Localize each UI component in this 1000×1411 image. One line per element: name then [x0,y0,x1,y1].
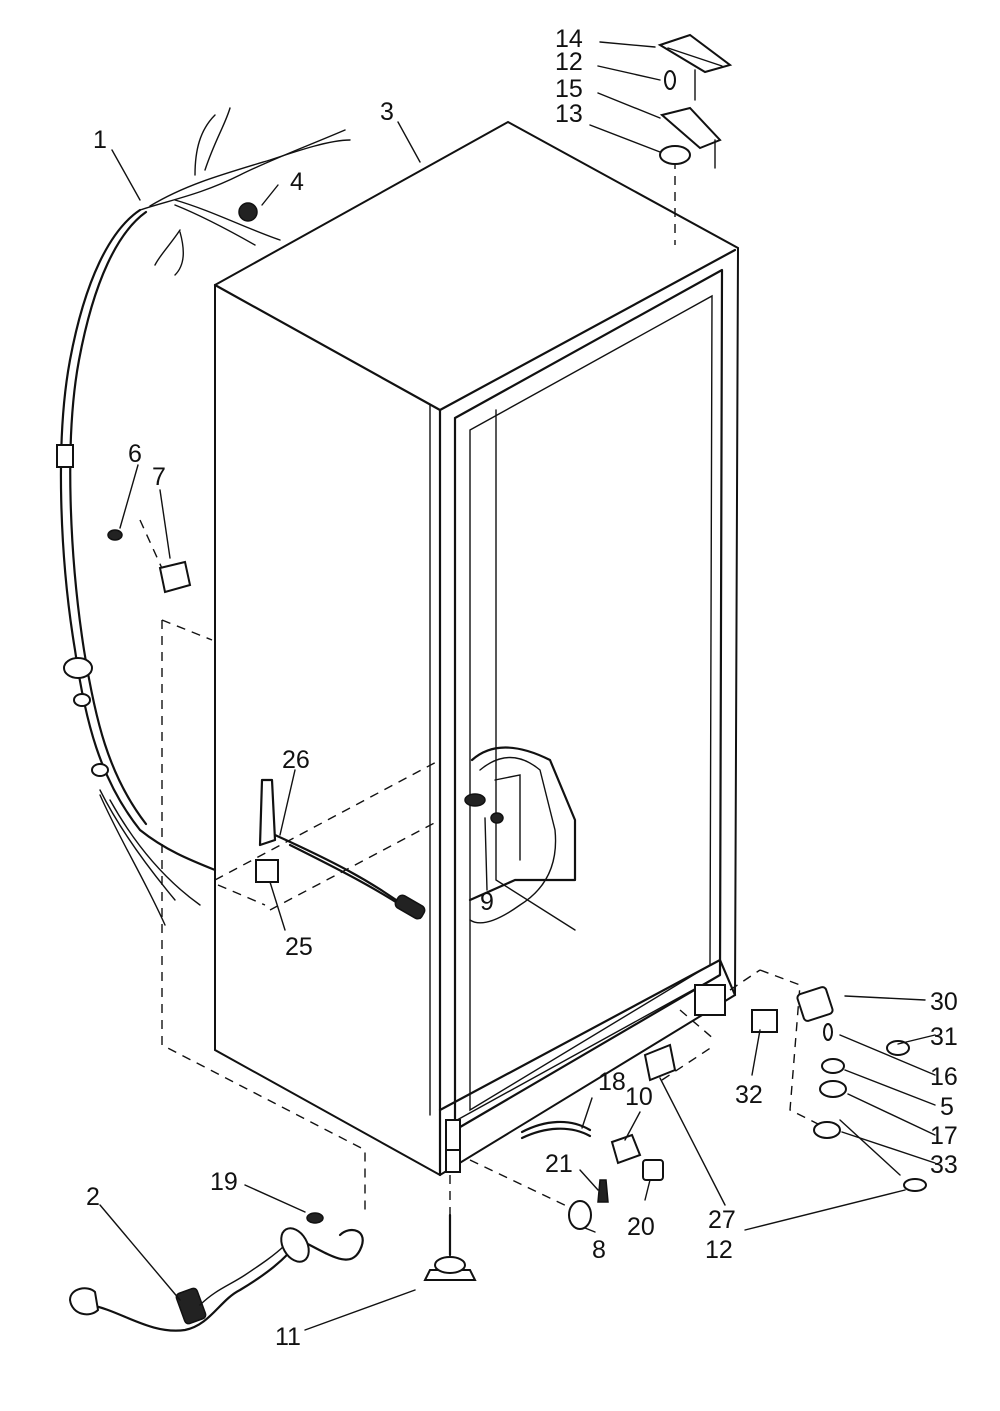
callout-6: 6 [128,440,142,468]
top-hinge-assembly [657,33,733,169]
callout-5: 5 [940,1093,954,1121]
callout-12-top: 12 [555,48,583,76]
callout-1: 1 [93,126,107,154]
callout-32: 32 [735,1081,763,1109]
callout-21: 21 [545,1150,573,1178]
misc-parts [68,202,726,1332]
callout-3: 3 [380,98,394,126]
bottom-hinge-assembly [751,986,927,1192]
leader-lines [99,41,936,1331]
callout-31: 31 [930,1023,958,1051]
callout-13: 13 [555,100,583,128]
callout-14: 14 [555,25,583,53]
callout-labels: 1 2 3 4 5 6 7 8 9 10 11 12 12 13 14 15 1… [86,25,958,1351]
callout-19: 19 [210,1168,238,1196]
callout-8: 8 [592,1236,606,1264]
callout-16: 16 [930,1063,958,1091]
callout-25: 25 [285,933,313,961]
callout-33: 33 [930,1151,958,1179]
callout-30: 30 [930,988,958,1016]
liner-cutout [464,746,577,924]
callout-7: 7 [152,463,166,491]
callout-9: 9 [480,888,494,916]
callout-12-bottom: 12 [705,1236,733,1264]
callout-11: 11 [275,1323,301,1351]
callout-10: 10 [625,1083,653,1111]
callout-20: 20 [627,1213,655,1241]
wiring-harness [56,107,351,926]
cabinet-shell [213,120,740,1177]
callout-15: 15 [555,75,583,103]
callout-2: 2 [86,1183,100,1211]
callout-4: 4 [290,168,304,196]
callout-18: 18 [598,1068,626,1096]
callout-17: 17 [930,1122,958,1150]
callout-26: 26 [282,746,310,774]
callout-27: 27 [708,1206,736,1234]
